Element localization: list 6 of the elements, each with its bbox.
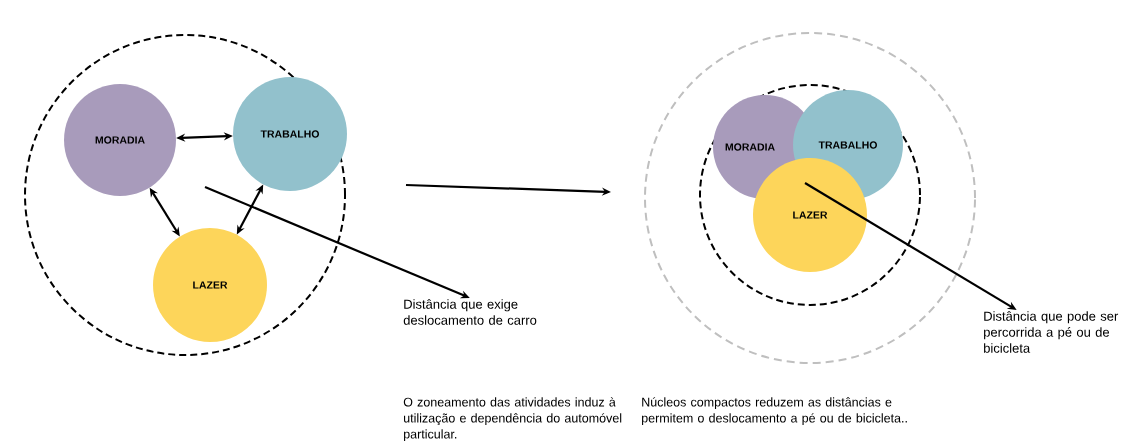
dashed-circle [644, 32, 976, 364]
annotation-text: Distância que exige deslocamento de carro [403, 299, 537, 325]
caption-text: O zoneamento das atividades induz à utilização e dependência do automóvel particular. [403, 397, 622, 441]
caption-text: Núcleos compactos reduzem as distâncias e permitem o deslocamento a pé ou de bicicleta.. [642, 397, 907, 425]
annotation-text: Distância que pode ser percorrida a pé ou de bicicleta [984, 311, 1119, 353]
dashed-circle [24, 34, 346, 356]
